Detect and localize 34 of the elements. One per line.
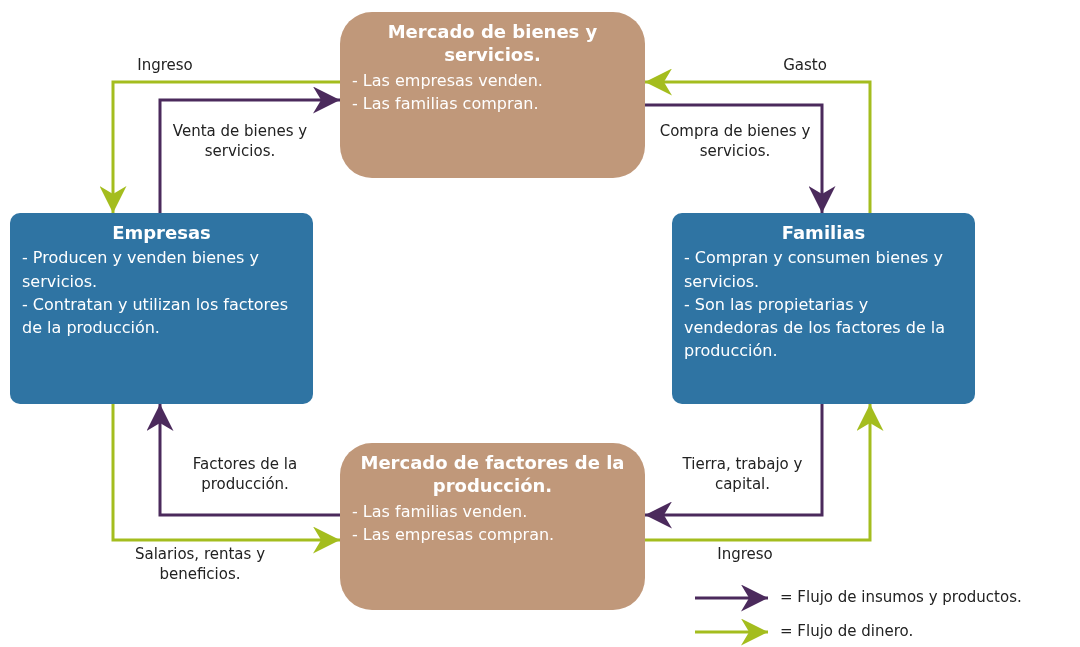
edge-label: Ingreso	[136, 56, 194, 76]
node-heading: Empresas	[111, 221, 212, 245]
edge-label: Venta de bienes y servicios.	[171, 122, 309, 161]
edge-label: Tierra, trabajo y capital.	[681, 455, 804, 494]
legend-text: = Flujo de insumos y productos.	[780, 588, 1022, 606]
node-heading: Mercado de factores de la producción.	[359, 451, 626, 498]
node-text: - Las familias compran.	[352, 92, 540, 115]
node-text: - Contratan y utilizan los factores de la producción.	[22, 293, 289, 339]
arrow	[645, 404, 884, 542]
edge-label: Compra de bienes y servicios.	[658, 122, 812, 161]
arrow	[645, 68, 872, 213]
legend-text: = Flujo de dinero.	[780, 622, 914, 640]
node-heading: Mercado de bienes y servicios.	[386, 20, 599, 67]
arrow	[146, 404, 340, 517]
process-box	[340, 443, 645, 610]
arrow	[99, 80, 340, 213]
edge-label: Factores de la producción.	[191, 455, 299, 494]
process-box	[10, 213, 313, 404]
arrow	[158, 86, 340, 213]
node-text: - Producen y venden bienes y servicios.	[22, 247, 260, 293]
node-text: - Compran y consumen bienes y servicios.	[684, 247, 944, 293]
node-text: - Son las propietarias y vendedoras de los factores de la producción.	[684, 293, 947, 363]
node-text: - Las familias venden.	[352, 500, 529, 523]
node-text: - Las empresas venden.	[352, 69, 544, 92]
arrow	[111, 404, 340, 554]
edge-label: Salarios, rentas y beneficios.	[133, 545, 266, 584]
process-box	[340, 12, 645, 178]
node-text: - Las empresas compran.	[352, 523, 556, 546]
edge-label: Gasto	[782, 56, 828, 76]
process-box	[672, 213, 975, 404]
node-heading: Familias	[780, 221, 867, 245]
edge-label: Ingreso	[716, 545, 774, 565]
arrow	[645, 103, 836, 213]
arrow	[645, 404, 824, 529]
